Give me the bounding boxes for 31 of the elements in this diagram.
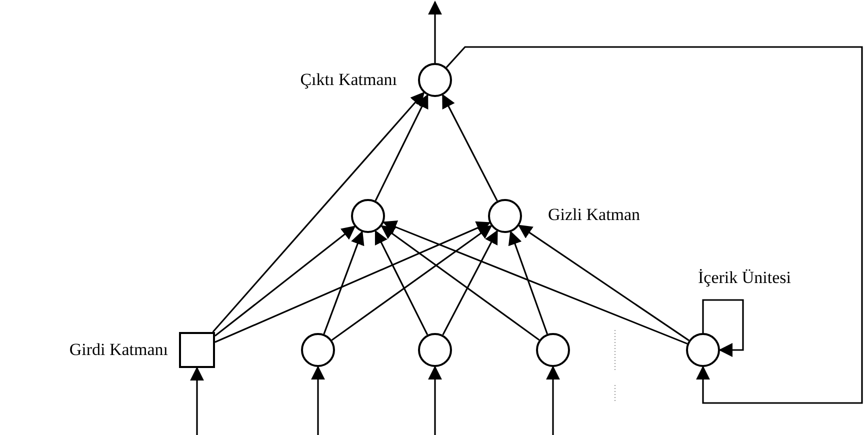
arrow [702,299,744,357]
neuron-circle [301,333,335,367]
arrow [323,230,364,334]
neuron-circle [488,199,522,233]
input-square [179,332,215,368]
arrow [212,92,425,333]
arrow [311,366,325,435]
layer-label: Çıktı Katmanı [300,70,397,90]
neuron-circle [536,333,570,367]
arrow [374,94,428,202]
arrow [442,230,498,336]
neuron-circle [418,333,452,367]
arrow [518,224,690,342]
arrow [446,46,863,404]
arrow [508,230,548,334]
layer-label: Gizli Katman [548,205,640,225]
arrow [428,0,442,63]
arrow [382,220,688,344]
neuron-circle [418,63,452,97]
neuron-circle [686,333,720,367]
arrow [442,94,498,202]
arrow [331,225,492,341]
neuron-circle [351,199,385,233]
arrow [380,225,540,341]
arrow [214,221,491,343]
arrow [374,230,428,336]
arrow [428,366,442,435]
layer-label: Girdi Katmanı [69,340,168,360]
arrow [546,366,560,435]
arrow [214,226,356,337]
arrow [190,366,204,435]
